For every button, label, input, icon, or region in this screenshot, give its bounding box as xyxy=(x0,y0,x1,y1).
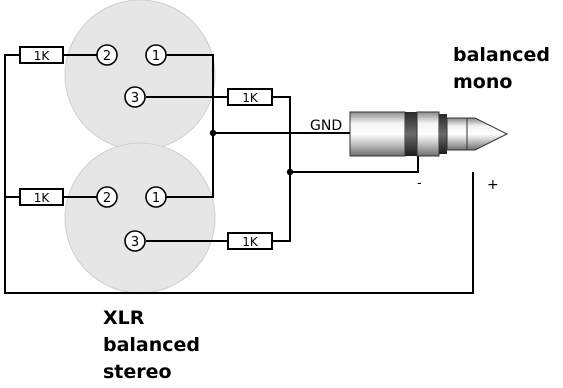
input-label-line3: stereo xyxy=(103,361,172,383)
resistor-top-pin2: 1K xyxy=(19,46,64,64)
svg-text:2: 2 xyxy=(103,191,111,206)
resistor-label: 1K xyxy=(34,49,51,63)
svg-text:3: 3 xyxy=(131,235,139,250)
xlr-bottom-pin2: 2 xyxy=(96,186,118,208)
svg-text:1: 1 xyxy=(152,49,160,64)
resistor-bottom-pin3: 1K xyxy=(227,232,273,250)
xlr-top-body xyxy=(64,0,216,151)
wires xyxy=(4,54,474,294)
xlr-bottom-body xyxy=(64,142,216,294)
input-label-line1: XLR xyxy=(103,307,145,329)
svg-text:3: 3 xyxy=(131,91,139,106)
ring-minus-label: - xyxy=(417,176,422,191)
xlr-bottom-pin3: 3 xyxy=(124,230,146,252)
output-label-line2: mono xyxy=(453,71,513,93)
resistor-label: 1K xyxy=(242,235,259,249)
xlr-top-pin2: 2 xyxy=(96,44,118,66)
trs-jack-plug xyxy=(349,111,509,157)
xlr-top-pin1: 1 xyxy=(145,44,167,66)
junction-dot-ring xyxy=(286,168,294,176)
svg-text:2: 2 xyxy=(103,49,111,64)
resistor-top-pin3: 1K xyxy=(227,88,273,106)
resistor-label: 1K xyxy=(34,191,51,205)
gnd-label: GND xyxy=(310,118,342,134)
resistor-bottom-pin2: 1K xyxy=(19,188,64,206)
xlr-top-pin3: 3 xyxy=(124,86,146,108)
xlr-bottom-pin1: 1 xyxy=(145,186,167,208)
tip-plus-label: + xyxy=(487,177,499,193)
resistor-label: 1K xyxy=(242,91,259,105)
junction-dot-gnd xyxy=(209,129,217,137)
svg-text:1: 1 xyxy=(152,191,160,206)
output-label-line1: balanced xyxy=(453,44,551,66)
input-label-line2: balanced xyxy=(103,334,201,356)
